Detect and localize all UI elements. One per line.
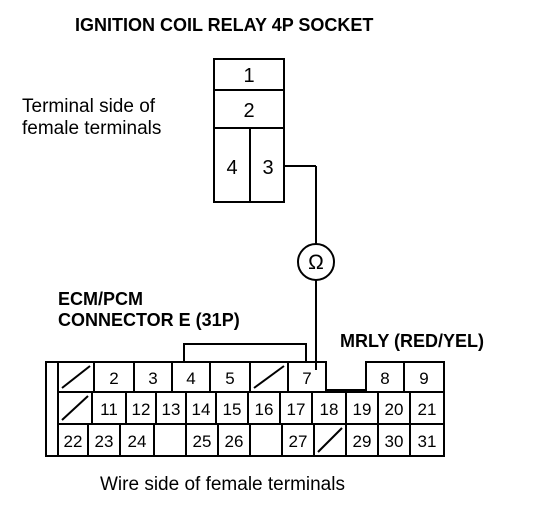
terminal-number: 17 — [287, 400, 306, 419]
terminal-number: 4 — [186, 369, 195, 388]
connector-cavity — [217, 423, 251, 457]
terminal-number: 13 — [162, 400, 181, 419]
connector-latch — [183, 343, 307, 362]
connector-label-line2: CONNECTOR E (31P) — [58, 310, 240, 330]
blank-cavity-slash — [253, 365, 285, 389]
terminal-number: 11 — [100, 400, 118, 419]
terminal-number: 27 — [289, 432, 308, 451]
terminal-number: 14 — [192, 400, 211, 419]
terminal-number: 21 — [418, 400, 437, 419]
terminal-number: 26 — [225, 432, 244, 451]
terminal-number: 12 — [132, 400, 151, 419]
terminal-number: 18 — [320, 400, 339, 419]
connector-label-line1: ECM/PCM — [58, 289, 143, 309]
blank-cavity-slash — [61, 365, 91, 389]
terminal-number: 31 — [418, 432, 437, 451]
terminal-number: 8 — [380, 369, 389, 388]
relay-terminal-2: 2 — [243, 100, 254, 122]
terminal-number: 29 — [353, 432, 372, 451]
connector-cavity — [409, 423, 445, 457]
terminal-number: 9 — [419, 369, 428, 388]
terminal-number: 23 — [95, 432, 114, 451]
terminal-number: 5 — [225, 369, 234, 388]
ohmmeter-symbol: Ω — [308, 251, 324, 274]
relay-side-label-line1: Terminal side of — [22, 96, 156, 117]
connector-footer: Wire side of female terminals — [100, 474, 345, 495]
terminal-number: 3 — [148, 369, 157, 388]
terminal-number: 15 — [223, 400, 242, 419]
terminal-number: 30 — [385, 432, 404, 451]
wire-label: MRLY (RED/YEL) — [340, 331, 485, 351]
terminal-number: 19 — [353, 400, 372, 419]
relay-socket-title: IGNITION COIL RELAY 4P SOCKET — [75, 15, 374, 35]
terminal-number: 22 — [64, 432, 83, 451]
connector-cavity — [119, 423, 155, 457]
relay-terminal-1: 1 — [243, 65, 254, 87]
terminal-number: 7 — [302, 369, 311, 388]
terminal-number: 16 — [255, 400, 274, 419]
terminal-number: 2 — [109, 369, 118, 388]
relay-terminal-4: 4 — [226, 157, 237, 179]
terminal-number: 25 — [193, 432, 212, 451]
relay-side-label-line2: female terminals — [22, 118, 162, 139]
blank-cavity-slash — [61, 395, 89, 421]
terminal-number: 24 — [128, 432, 147, 451]
terminal-number: 20 — [385, 400, 404, 419]
blank-cavity-slash — [317, 427, 343, 453]
relay-terminal-3: 3 — [262, 157, 273, 179]
